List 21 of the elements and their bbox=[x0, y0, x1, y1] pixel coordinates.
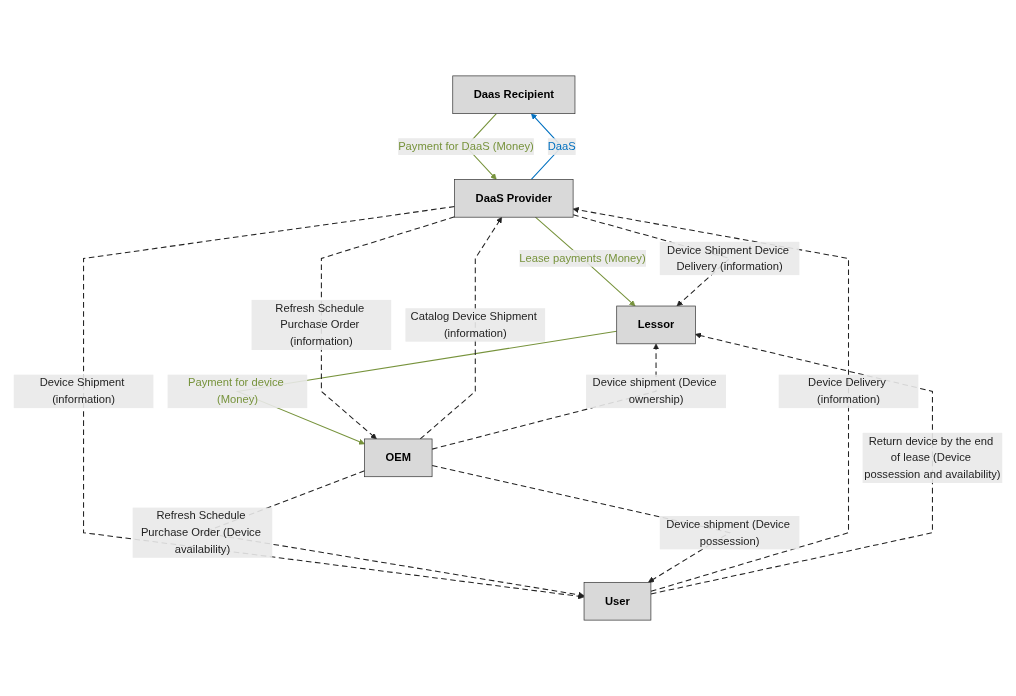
node-box: DaaS Provider bbox=[454, 179, 574, 218]
arrow bbox=[320, 216, 456, 440]
arrow bbox=[650, 332, 933, 595]
node-box: User bbox=[583, 582, 652, 621]
edge-label: DaaS bbox=[547, 140, 576, 153]
edge-label: Payment for DaaS (Money) bbox=[398, 140, 534, 153]
node-box: OEM bbox=[364, 438, 433, 478]
node-box: Lessor bbox=[616, 305, 696, 345]
edge-label: Device Shipment Device Delivery (information) bbox=[667, 243, 789, 273]
edge-label: Device Delivery (information) bbox=[808, 376, 886, 406]
edge-label: Device shipment (Device ownership) bbox=[592, 376, 717, 406]
arrow bbox=[419, 216, 503, 440]
edge-label: Device Shipment (information) bbox=[39, 376, 125, 406]
edge-label: Payment for device (Money) bbox=[187, 376, 284, 406]
node-box: Daas Recipient bbox=[452, 75, 576, 114]
edge-label: Refresh Schedule Purchase Order (information) bbox=[275, 301, 365, 348]
edge-label: Refresh Schedule Purchase Order (Device availability) bbox=[140, 509, 261, 556]
edge-label: Return device by the end of lease (Device possession and availability) bbox=[864, 434, 1001, 481]
edge-label: Catalog Device Shipment (information) bbox=[410, 310, 537, 339]
edge-label: Lease payments (Money) bbox=[519, 252, 646, 265]
edge-label: Device shipment (Device possession) bbox=[666, 517, 790, 547]
